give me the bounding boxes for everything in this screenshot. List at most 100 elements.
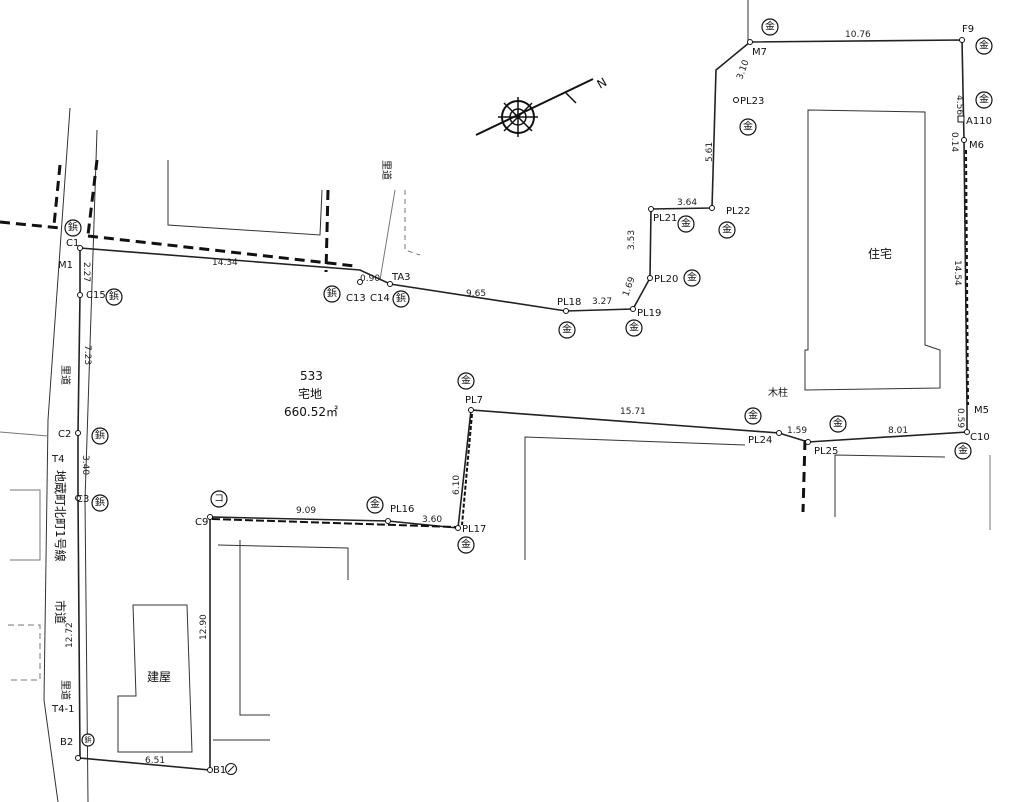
svg-text:C1: C1 (66, 238, 79, 249)
svg-text:金: 金 (958, 444, 968, 457)
marker-byo: 鋲 (91, 494, 109, 512)
svg-text:PL7: PL7 (465, 395, 483, 406)
svg-text:金: 金 (979, 93, 989, 106)
north-compass-icon: N (475, 75, 610, 137)
svg-text:C2: C2 (58, 429, 71, 440)
svg-text:PL23: PL23 (740, 96, 764, 107)
road-label-name: 地蔵町北町1号線 (53, 470, 68, 562)
road-label-satomichi: 里道 (59, 365, 72, 385)
svg-text:金: 金 (370, 498, 380, 511)
svg-text:金: 金 (979, 39, 989, 52)
svg-text:1.59: 1.59 (787, 426, 807, 436)
svg-text:8.01: 8.01 (888, 426, 908, 436)
road-label-satomichi-3: 里道 (380, 160, 393, 180)
svg-text:PL17: PL17 (462, 524, 486, 535)
svg-text:金: 金 (748, 409, 758, 422)
marker-kin: 金 (718, 221, 736, 239)
svg-text:PL18: PL18 (557, 297, 581, 308)
marker-kin: 金 (975, 37, 993, 55)
parcel-boundary (77, 39, 968, 771)
svg-text:C3: C3 (76, 494, 89, 505)
parcel-number: 533 (300, 369, 323, 383)
svg-text:3.10: 3.10 (735, 59, 751, 82)
marker-byo: 鋲 (105, 288, 123, 306)
svg-text:鋲: 鋲 (68, 221, 78, 234)
svg-text:C9: C9 (195, 517, 208, 528)
svg-text:3.53: 3.53 (627, 230, 637, 250)
svg-text:金: 金 (743, 120, 753, 133)
svg-text:B2: B2 (60, 737, 73, 748)
svg-text:C15: C15 (86, 290, 106, 301)
marker-byo: 鋲 (392, 290, 410, 308)
svg-text:金: 金 (681, 217, 691, 230)
marker-kin: 金 (739, 118, 757, 136)
svg-text:鋲: 鋲 (396, 292, 406, 305)
marker-byo: 鋲 (323, 285, 341, 303)
svg-text:金: 金 (765, 20, 775, 33)
svg-text:6.51: 6.51 (145, 756, 165, 766)
svg-text:鋲: 鋲 (95, 496, 105, 509)
structure-outline (117, 604, 193, 753)
svg-text:10.76: 10.76 (845, 30, 871, 40)
marker-kin: 金 (366, 496, 384, 514)
svg-text:鋲: 鋲 (327, 287, 337, 300)
marker-byo: 鋲 (64, 219, 82, 237)
marker-ko: コ (210, 490, 228, 508)
svg-text:鋲: 鋲 (85, 735, 92, 744)
marker-byo: 鋲 (91, 427, 109, 445)
svg-text:N: N (595, 75, 610, 92)
marker-kin: 金 (744, 407, 762, 425)
svg-text:PL20: PL20 (654, 274, 678, 285)
svg-text:14.34: 14.34 (212, 258, 238, 268)
svg-text:0.59: 0.59 (955, 408, 965, 428)
svg-text:3.64: 3.64 (677, 198, 697, 208)
boundary-fence-right (965, 149, 969, 406)
svg-text:3.27: 3.27 (592, 297, 612, 307)
svg-text:PL19: PL19 (637, 308, 661, 319)
svg-text:0.90: 0.90 (360, 274, 380, 284)
svg-text:2.27: 2.27 (81, 262, 91, 282)
svg-text:T4: T4 (51, 454, 64, 465)
svg-text:金: 金 (833, 417, 843, 430)
svg-text:PL21: PL21 (653, 213, 677, 224)
marker-kin: 金 (457, 536, 475, 554)
svg-text:1.69: 1.69 (621, 276, 637, 299)
road-label-satomichi-2: 里道 (59, 680, 72, 700)
b1-marker-icon (225, 763, 237, 775)
svg-text:金: 金 (629, 321, 639, 334)
boundary-fence-c9 (211, 518, 457, 528)
house-outline (804, 109, 941, 391)
boundary-markers: 鋲 鋲 鋲 鋲 鋲 鋲 鋲 コ 金 金 金 金 金 金 金 金 金 金 金 金 … (64, 18, 993, 747)
structure-label: 建屋 (147, 670, 171, 684)
svg-text:T4-1: T4-1 (51, 704, 74, 715)
marker-byo: 鋲 (81, 733, 95, 747)
svg-text:3.60: 3.60 (422, 515, 442, 525)
svg-text:12.90: 12.90 (199, 614, 209, 640)
svg-text:14.54: 14.54 (952, 260, 962, 286)
marker-kin: 金 (975, 91, 993, 109)
marker-kin: 金 (558, 321, 576, 339)
svg-text:9.65: 9.65 (466, 289, 486, 299)
marker-kin: 金 (954, 442, 972, 460)
svg-text:鋲: 鋲 (109, 290, 119, 303)
svg-text:TA3: TA3 (391, 272, 411, 283)
svg-text:金: 金 (461, 538, 471, 551)
svg-text:5.61: 5.61 (705, 142, 715, 162)
svg-text:4.56: 4.56 (954, 95, 964, 115)
svg-text:M7: M7 (752, 47, 767, 58)
pole-label: 木柱 (768, 386, 788, 399)
svg-text:7.23: 7.23 (82, 345, 92, 365)
boundary-fence-south (461, 413, 473, 526)
svg-text:6.10: 6.10 (452, 475, 462, 495)
svg-text:M1: M1 (58, 260, 73, 271)
svg-text:コ: コ (214, 494, 224, 505)
road-label-city: 市道 (53, 600, 68, 624)
marker-kin: 金 (683, 269, 701, 287)
svg-text:M6: M6 (969, 140, 984, 151)
marker-kin: 金 (761, 18, 779, 36)
svg-text:9.09: 9.09 (296, 506, 316, 516)
svg-text:金: 金 (562, 323, 572, 336)
svg-text:PL22: PL22 (726, 206, 750, 217)
svg-text:12.72: 12.72 (65, 622, 75, 648)
